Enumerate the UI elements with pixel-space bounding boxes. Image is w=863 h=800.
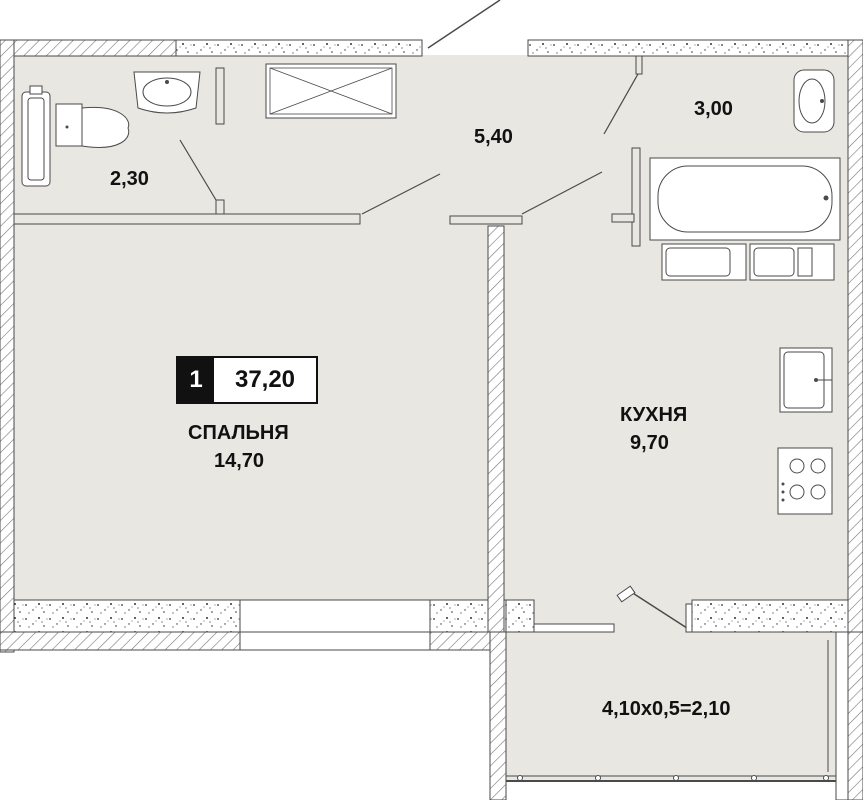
right-wall bbox=[847, 39, 863, 641]
top-wall-left-hatch bbox=[0, 39, 177, 57]
door-bathroom bbox=[179, 139, 217, 201]
balcony-left-wall bbox=[489, 631, 507, 800]
top-wall-speckled bbox=[175, 39, 423, 57]
washroom-area: 3,00 bbox=[694, 98, 733, 120]
total-area: 37,20 bbox=[234, 366, 296, 393]
door-balcony-leaf bbox=[533, 623, 615, 633]
washing-machine-units bbox=[661, 243, 835, 281]
window-bedroom bbox=[239, 599, 431, 633]
partition-bathroom-right bbox=[215, 67, 225, 125]
bedroom-name: СПАЛЬНЯ bbox=[188, 422, 289, 444]
door-washroom bbox=[603, 73, 639, 135]
balcony-area: 4,10x0,5=2,10 bbox=[602, 698, 731, 720]
left-wall bbox=[0, 39, 15, 653]
bathtub bbox=[649, 157, 841, 241]
partition-bedroom-kitchen bbox=[487, 225, 505, 633]
bedroom-area: 14,70 bbox=[214, 450, 265, 472]
balcony-right-wall bbox=[835, 631, 849, 800]
kitchen-sink bbox=[779, 347, 833, 413]
bottom-wall-sill bbox=[239, 631, 431, 651]
kitchen-stove bbox=[777, 447, 833, 515]
apartment-badge: 1 37,20 bbox=[176, 356, 318, 404]
partition-bathroom-stub bbox=[215, 199, 225, 215]
balcony-right-hatch bbox=[847, 631, 863, 800]
bathroom-sink bbox=[133, 71, 201, 114]
partition-hall-bedroom-right bbox=[449, 215, 523, 225]
bottom-wall-right-speckled bbox=[691, 599, 849, 633]
bottom-wall-kitchen-speckled bbox=[505, 599, 535, 633]
partition-washroom-top bbox=[635, 55, 643, 75]
washroom-sink bbox=[793, 69, 835, 133]
door-bedroom bbox=[361, 173, 441, 215]
kitchen-name: КУХНЯ bbox=[620, 404, 688, 426]
bathroom-area: 2,30 bbox=[110, 168, 149, 190]
balcony-floor bbox=[506, 630, 836, 780]
partition-hall-bedroom-left bbox=[13, 213, 361, 225]
vent-line bbox=[427, 0, 501, 49]
heated-towel-rail bbox=[21, 85, 51, 187]
bottom-wall-left-hatch bbox=[0, 631, 241, 651]
room-count: 1 bbox=[178, 358, 214, 402]
bottom-wall-left-speckled bbox=[13, 599, 241, 633]
wardrobe bbox=[265, 63, 397, 119]
door-balcony-handle bbox=[616, 585, 636, 603]
toilet bbox=[55, 103, 130, 148]
partition-washroom-left bbox=[631, 147, 641, 247]
door-kitchen bbox=[521, 171, 603, 215]
apartment-floor bbox=[14, 55, 848, 631]
hallway-area: 5,40 bbox=[474, 126, 513, 148]
door-balcony-jamb bbox=[685, 603, 693, 633]
top-wall-right-speckled bbox=[527, 39, 849, 57]
door-balcony bbox=[627, 589, 691, 631]
kitchen-area: 9,70 bbox=[630, 432, 669, 454]
partition-washroom-stub bbox=[611, 213, 635, 223]
